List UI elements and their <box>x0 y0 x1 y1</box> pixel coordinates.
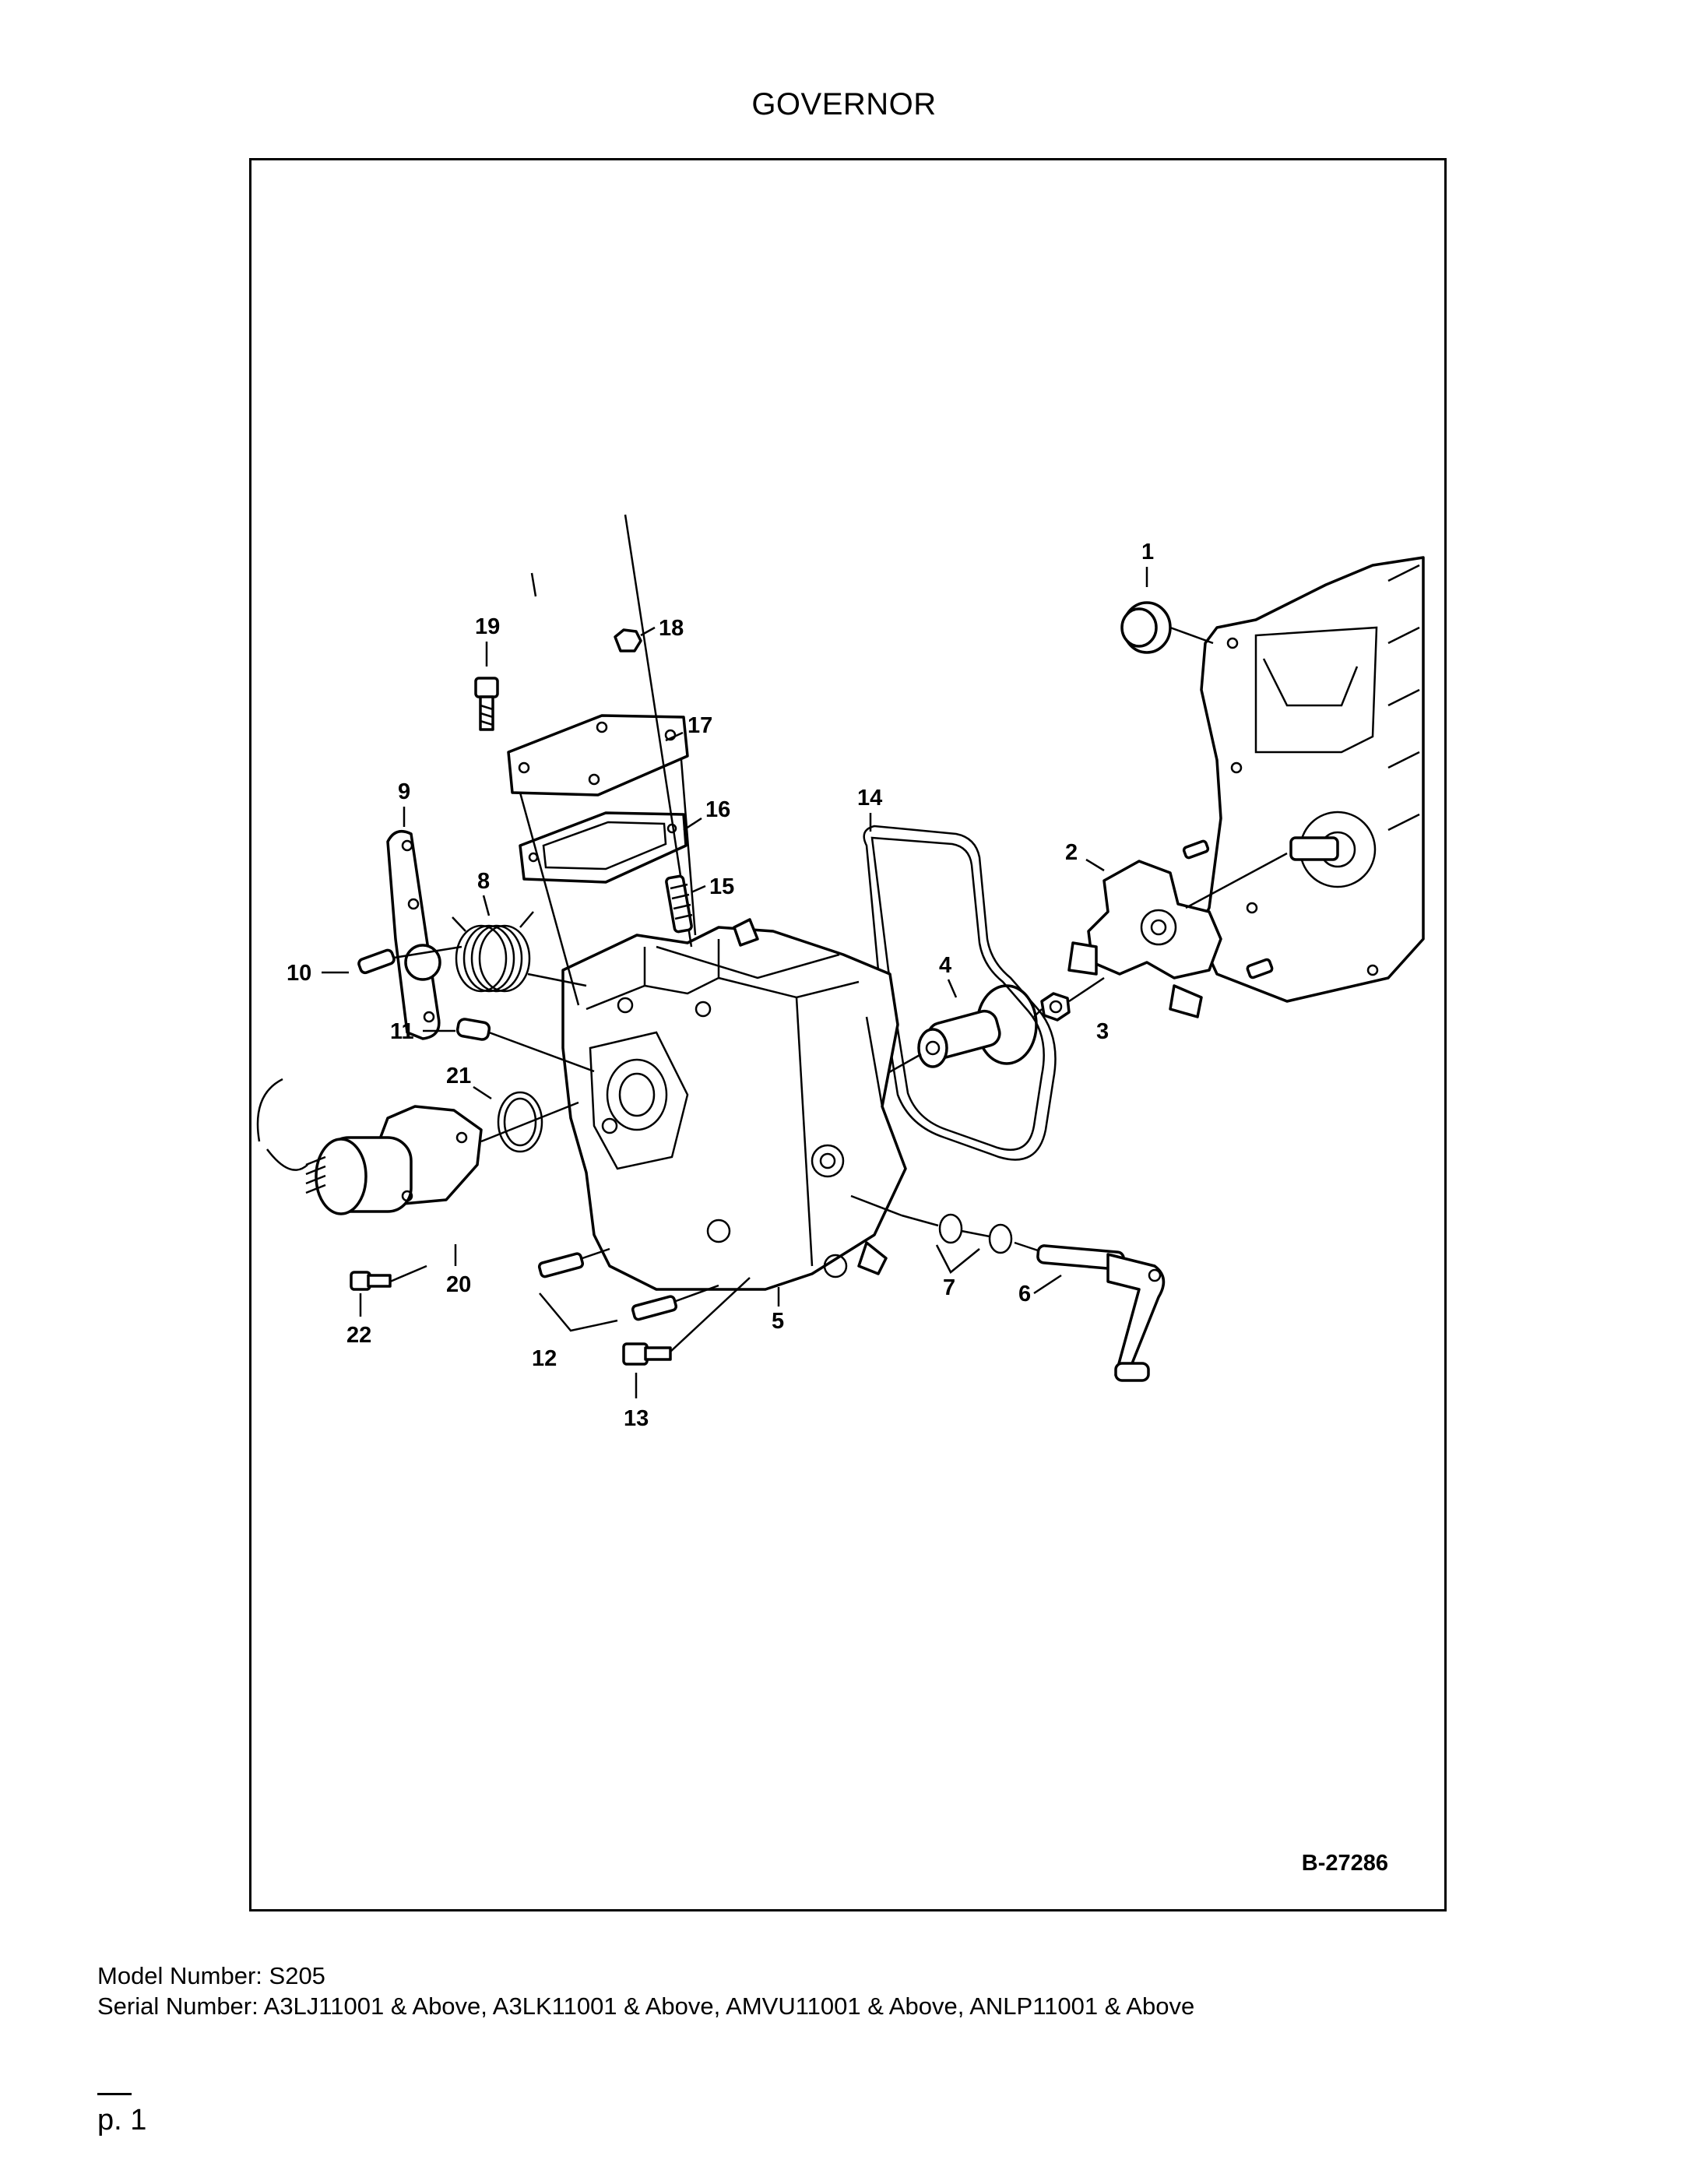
diagram-frame: 1 2 3 4 5 6 7 8 9 10 11 12 13 <box>249 158 1447 1911</box>
callout-21: 21 <box>446 1064 471 1088</box>
part-18-nut <box>614 626 656 652</box>
part-8-spring <box>452 911 587 993</box>
part-2-governor-weights <box>1067 839 1288 1018</box>
callout-17: 17 <box>688 713 712 738</box>
governor-housing <box>561 918 907 1291</box>
callout-18: 18 <box>659 616 684 641</box>
exploded-parts-diagram: 1 2 3 4 5 6 7 8 9 10 11 12 13 <box>256 514 1425 1876</box>
part-1-plug <box>1120 601 1214 654</box>
part-13-bolt <box>622 1277 751 1366</box>
part-19-bolt <box>474 677 499 731</box>
callout-9: 9 <box>398 779 410 804</box>
callout-22: 22 <box>346 1323 371 1348</box>
part-15-stud <box>665 874 693 934</box>
callout-3: 3 <box>1096 1019 1109 1044</box>
part-17-cover <box>507 714 689 797</box>
callout-8: 8 <box>477 869 490 894</box>
callout-10: 10 <box>287 961 311 986</box>
part-20-solenoid <box>256 1078 579 1215</box>
callout-16: 16 <box>705 797 730 822</box>
part-12-studs <box>537 1247 719 1321</box>
page-title: GOVERNOR <box>751 87 937 121</box>
callout-20: 20 <box>446 1272 471 1297</box>
serial-number: Serial Number: A3LJ11001 & Above, A3LK11… <box>97 1992 1195 2020</box>
part-9-lever <box>386 829 441 1040</box>
part-16-gasket <box>519 811 688 884</box>
page-number: p. 1 <box>97 2104 147 2137</box>
callout-12: 12 <box>532 1346 557 1371</box>
part-14-gasket <box>863 825 1057 1161</box>
callout-19: 19 <box>475 614 500 639</box>
callout-5: 5 <box>772 1309 784 1334</box>
callout-1: 1 <box>1141 540 1154 564</box>
part-22-bolt <box>350 1264 427 1291</box>
part-21-o-ring <box>497 1091 543 1153</box>
part-11-bolt <box>455 1018 595 1073</box>
callout-4: 4 <box>939 953 951 978</box>
drawing-number: B-27286 <box>1302 1851 1388 1876</box>
callout-11: 11 <box>390 1019 414 1044</box>
part-3-nut <box>1040 976 1105 1022</box>
callout-labels: 1 2 3 4 5 6 7 8 9 10 11 12 13 <box>287 540 1154 1431</box>
part-6-shaft-arm <box>850 1194 1166 1382</box>
callout-6: 6 <box>1018 1282 1031 1307</box>
model-number: Model Number: S205 <box>97 1962 325 1989</box>
callout-14: 14 <box>857 786 882 811</box>
part-7-washers <box>901 1213 1013 1254</box>
callout-7: 7 <box>943 1275 955 1300</box>
page-rule <box>97 2093 132 2095</box>
callout-2: 2 <box>1065 840 1078 865</box>
engine-block <box>1196 556 1425 1003</box>
part-10-pin <box>357 945 462 975</box>
callout-13: 13 <box>624 1406 649 1431</box>
callout-15: 15 <box>709 874 734 899</box>
